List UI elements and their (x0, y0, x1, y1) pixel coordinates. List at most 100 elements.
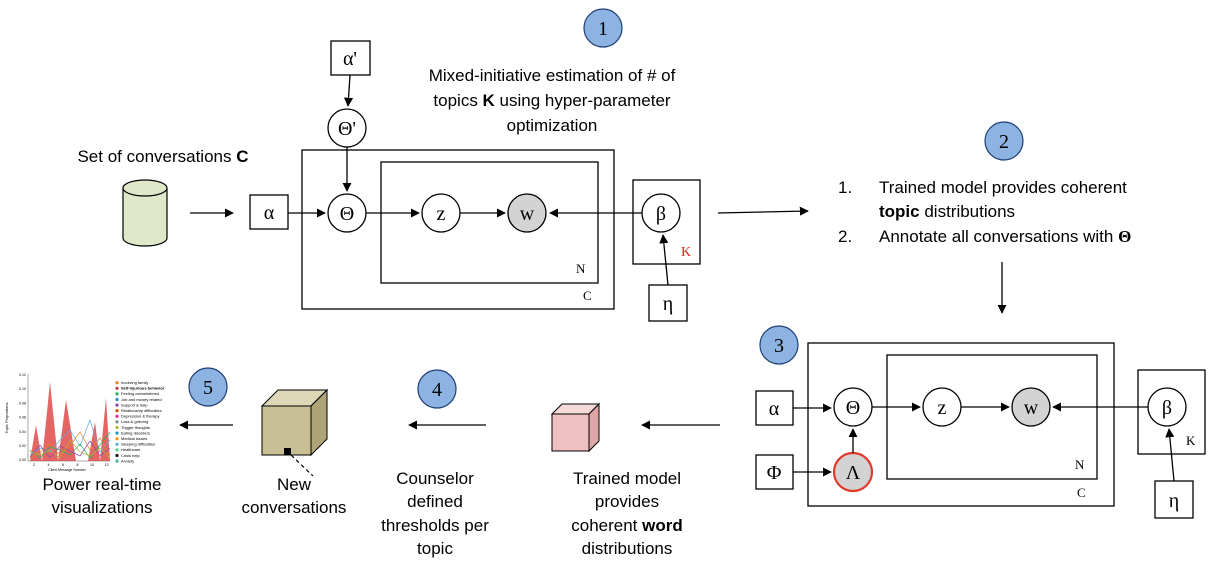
mini-chart-ytick: 0.02 (19, 444, 26, 448)
trained-model-text: Trained model provides coherent word dis… (571, 469, 683, 558)
svg-text:α: α (769, 398, 780, 420)
svg-text:w: w (1024, 397, 1039, 419)
step-2-badge: 2 (984, 121, 1024, 161)
theta-prime-node: Θ' (327, 108, 367, 148)
mini-legend-label: Depression & therapy (121, 414, 159, 419)
theta-node-2: Θ (833, 387, 873, 427)
mini-legend-label: Self-injurious behavior (121, 386, 165, 391)
plate-c-1 (301, 149, 615, 310)
mini-chart-xtick: 4 (48, 463, 50, 467)
svg-text:thresholds per: thresholds per (381, 516, 489, 535)
mini-legend-label: Loss & grieving (121, 419, 148, 424)
svg-text:4: 4 (432, 379, 442, 401)
svg-text:2.: 2. (838, 227, 852, 246)
mini-chart-xtick: 8 (77, 463, 79, 467)
svg-text:visualizations: visualizations (51, 498, 152, 517)
svg-text:Θ: Θ (340, 203, 354, 225)
w-node-2: w (1011, 387, 1051, 427)
w-node-1: w (507, 193, 547, 233)
svg-text:Power real-time: Power real-time (42, 475, 161, 494)
lambda-node: Λ (832, 451, 874, 493)
svg-text:optimization: optimization (507, 116, 598, 135)
model-2-edges (793, 402, 1175, 482)
plate-c-label-1: C (583, 288, 592, 303)
step-5-badge: 5 (188, 367, 228, 407)
mini-chart-xtick: 10 (90, 463, 94, 467)
mini-legend-label: Job and money related (121, 397, 162, 402)
trained-model-cube-icon (550, 402, 601, 453)
mini-legend-label: Sleeping difficulties (121, 442, 155, 447)
mini-chart-xtick: 6 (62, 463, 64, 467)
svg-text:3: 3 (774, 335, 784, 357)
beta-node-1: β (641, 193, 681, 233)
mini-legend-swatch (115, 420, 119, 424)
plate-n-label-1: N (576, 261, 586, 276)
beta-node-2: β (1147, 387, 1187, 427)
plate-c-2 (807, 342, 1115, 507)
svg-text:topics K using hyper-parameter: topics K using hyper-parameter (433, 91, 671, 110)
svg-text:Counselor: Counselor (396, 469, 474, 488)
mini-chart-ytick: 0.06 (19, 416, 26, 420)
svg-text:topic: topic (417, 539, 453, 558)
mini-chart-xtick: 13 (105, 463, 109, 467)
mini-chart-ytick: 0.10 (19, 387, 26, 391)
mini-legend-label: Eating disorders (121, 430, 150, 435)
svg-text:β: β (656, 203, 666, 225)
svg-text:α': α' (343, 48, 357, 70)
step-1-badge: 1 (583, 8, 623, 48)
mini-legend-label: Relationship difficulties (121, 408, 162, 413)
step-2-description: 1. Trained model provides coherent topic… (838, 178, 1131, 246)
new-conversations-cube-icon (260, 388, 329, 477)
mini-chart-xlabel: Client Message Number (48, 468, 86, 472)
svg-text:z: z (437, 203, 446, 225)
eta-node-1: η (648, 284, 688, 322)
mini-legend-label: Crisis help (121, 453, 140, 458)
mini-legend-label: Healthcare (121, 447, 141, 452)
mini-legend-swatch (115, 431, 119, 435)
model-1-edges (288, 74, 669, 286)
plate-n-2 (886, 354, 1098, 480)
svg-text:Φ: Φ (767, 462, 782, 484)
plate-n-1 (380, 161, 599, 284)
mini-legend-swatch (115, 409, 119, 413)
svg-text:New: New (277, 475, 312, 494)
svg-text:z: z (938, 397, 947, 419)
mini-legend-swatch (115, 459, 119, 463)
step-1-description: Mixed-initiative estimation of # of topi… (429, 66, 676, 135)
svg-text:provides: provides (595, 492, 659, 511)
z-node-1: z (421, 193, 461, 233)
svg-text:conversations: conversations (242, 498, 347, 517)
svg-text:η: η (663, 293, 673, 315)
svg-text:Θ': Θ' (338, 118, 356, 140)
mini-legend-swatch (115, 448, 119, 452)
svg-text:Annotate all conversations wit: Annotate all conversations with Θ (879, 227, 1131, 246)
svg-text:Trained model: Trained model (573, 469, 681, 488)
svg-text:coherent word: coherent word (571, 516, 683, 535)
svg-text:topic distributions: topic distributions (879, 202, 1015, 221)
mini-legend-swatch (115, 414, 119, 418)
mini-chart-ytick: 0.00 (19, 458, 26, 462)
plate-c-label-2: C (1077, 485, 1086, 500)
svg-text:α: α (264, 202, 275, 224)
mini-chart-ylabel: Topic Proportions (4, 403, 9, 434)
svg-text:1.: 1. (838, 178, 852, 197)
plate-k-label-1: K (681, 245, 691, 260)
svg-text:defined: defined (407, 492, 463, 511)
svg-text:distributions: distributions (582, 539, 673, 558)
new-conversations-text: New conversations (242, 475, 347, 517)
mini-legend-swatch (115, 453, 119, 458)
plate-k-label-2: K (1186, 433, 1196, 448)
mini-chart-ytick: 0.04 (19, 430, 26, 434)
arrow-model-to-step2 (717, 206, 809, 216)
theta-node-1: Θ (327, 193, 367, 233)
phi-node: Φ (755, 454, 794, 490)
power-visualizations-text: Power real-time visualizations (42, 475, 161, 517)
svg-text:2: 2 (999, 131, 1009, 153)
step-4-badge: 4 (417, 369, 457, 409)
alpha-node-1: α (249, 194, 289, 230)
mini-chart-xtick: 2 (33, 463, 35, 467)
mini-legend-swatch (115, 381, 119, 385)
svg-text:η: η (1169, 490, 1179, 512)
